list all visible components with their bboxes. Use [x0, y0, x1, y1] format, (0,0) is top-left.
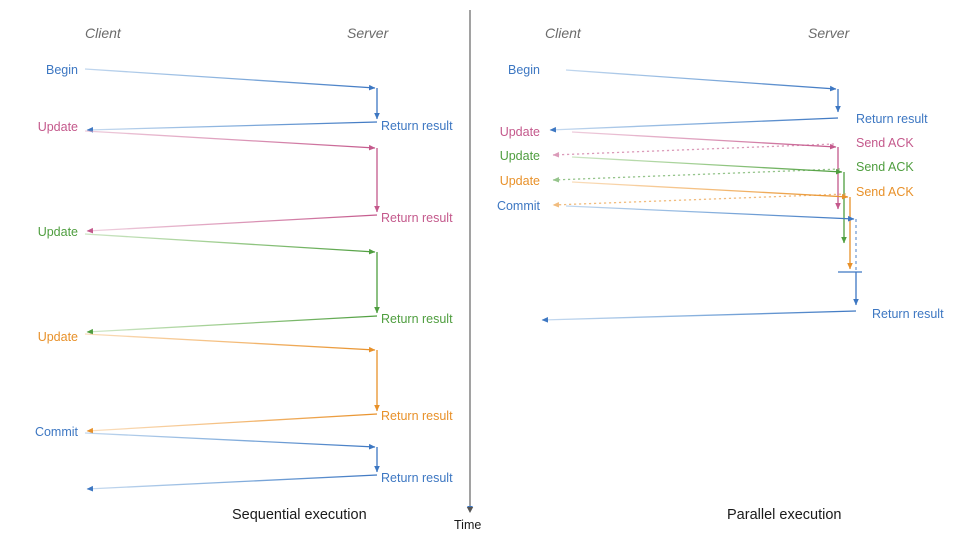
panel-sequential-server-label-3: Return result	[381, 409, 453, 423]
panel-parallel-server-label-0: Return result	[856, 112, 928, 126]
message-update1-ack	[552, 143, 835, 158]
message-begin-request	[84, 68, 376, 91]
message-update3-ack	[552, 193, 847, 208]
message-update2-req	[571, 156, 843, 175]
panel-sequential-client-label-3: Update	[37, 330, 78, 344]
message-begin-return	[549, 117, 839, 133]
panel-parallel-client-label-1: Update	[499, 125, 540, 139]
panel-sequential-server-header: Server	[347, 25, 389, 41]
message-update1-req	[571, 131, 837, 150]
message-commit-response	[86, 474, 378, 492]
message-update1-request	[84, 130, 376, 151]
message-update3-response	[86, 413, 378, 434]
message-update2-response	[86, 315, 378, 335]
panel-parallel-client-header: Client	[545, 25, 581, 41]
panel-parallel-server-label-4: Return result	[872, 307, 944, 321]
panel-parallel-server-label-3: Send ACK	[856, 185, 914, 199]
panel-parallel-server-label-2: Send ACK	[856, 160, 914, 174]
panel-sequential-server-label-2: Return result	[381, 312, 453, 326]
panel-parallel-server-header: Server	[808, 25, 850, 41]
panel-sequential-server-label-0: Return result	[381, 119, 453, 133]
message-begin-request	[565, 69, 837, 92]
panel-parallel-caption: Parallel execution	[727, 507, 842, 523]
panel-sequential-caption: Sequential execution	[232, 507, 367, 523]
message-commit-request	[84, 432, 376, 450]
time-axis-label: Time	[454, 518, 482, 532]
message-update2-ack	[552, 168, 841, 183]
message-commit-return	[541, 310, 857, 323]
panel-sequential-server-label-1: Return result	[381, 211, 453, 225]
message-update3-req	[571, 181, 849, 200]
panel-sequential-client-label-2: Update	[37, 225, 78, 239]
message-update1-response	[86, 214, 378, 234]
panel-parallel-client-label-3: Update	[499, 174, 540, 188]
panel-parallel-client-label-4: Commit	[496, 199, 540, 213]
panel-sequential-client-header: Client	[85, 25, 121, 41]
panel-parallel-client-label-0: Begin	[508, 63, 540, 77]
panel-sequential-client-label-1: Update	[37, 120, 78, 134]
panel-sequential-client-label-4: Commit	[34, 425, 78, 439]
panel-sequential-server-label-4: Return result	[381, 471, 453, 485]
message-begin-response	[86, 121, 378, 133]
time-axis-arrowhead	[466, 507, 474, 513]
panel-parallel-client-label-2: Update	[499, 149, 540, 163]
message-update2-request	[84, 233, 376, 255]
panel-sequential-client-label-0: Begin	[46, 63, 78, 77]
panel-parallel-server-label-1: Send ACK	[856, 136, 914, 150]
message-commit-req	[565, 205, 855, 222]
message-update3-request	[84, 333, 376, 353]
